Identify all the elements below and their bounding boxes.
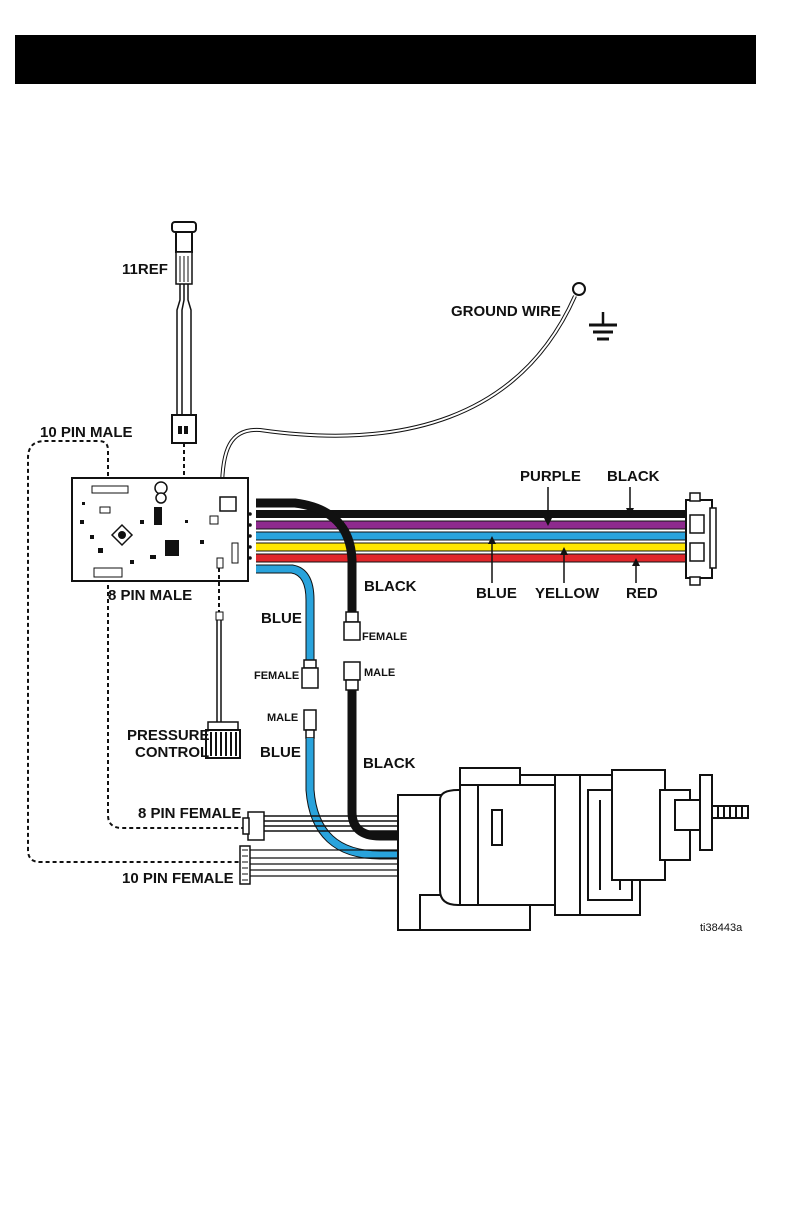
eight-pin-route [108, 578, 248, 828]
motor-assembly [398, 768, 748, 930]
pressure-control-label-1: PRESSURE [127, 727, 210, 744]
blue-lower-label: BLUE [260, 744, 301, 761]
male-black-label: MALE [364, 667, 395, 679]
blue-right-label: BLUE [476, 585, 517, 602]
black-top-label: BLACK [607, 468, 660, 485]
ground-wire-label: GROUND WIRE [451, 303, 561, 320]
male-blue-label: MALE [267, 712, 298, 724]
black-mid-label: BLACK [364, 578, 417, 595]
control-board [72, 478, 248, 581]
black-lower-label: BLACK [363, 755, 416, 772]
blue-left-label: BLUE [261, 610, 302, 627]
yellow-label: YELLOW [535, 585, 600, 602]
purple-label: PURPLE [520, 468, 581, 485]
female-black-label: FEMALE [362, 631, 407, 643]
ten-pin-female-label: 10 PIN FEMALE [122, 870, 234, 887]
ten-pin-male-label: 10 PIN MALE [40, 424, 133, 441]
eight-pin-male-label: 8 PIN MALE [108, 587, 192, 604]
wire-harness [248, 512, 688, 560]
red-label: RED [626, 585, 658, 602]
right-connector [686, 493, 716, 585]
pressure-control-label-2: CONTROL [135, 744, 209, 761]
figure-reference-code: ti38443a [700, 922, 743, 934]
pressure-control-knob-icon [206, 722, 240, 758]
ref-11-label: 11REF [122, 261, 168, 278]
ground-symbol-icon [589, 312, 617, 339]
potentiometer-assembly [172, 222, 220, 500]
female-blue-label: FEMALE [254, 670, 299, 682]
eight-pin-female-label: 8 PIN FEMALE [138, 805, 241, 822]
pressure-control-wire [216, 568, 223, 722]
